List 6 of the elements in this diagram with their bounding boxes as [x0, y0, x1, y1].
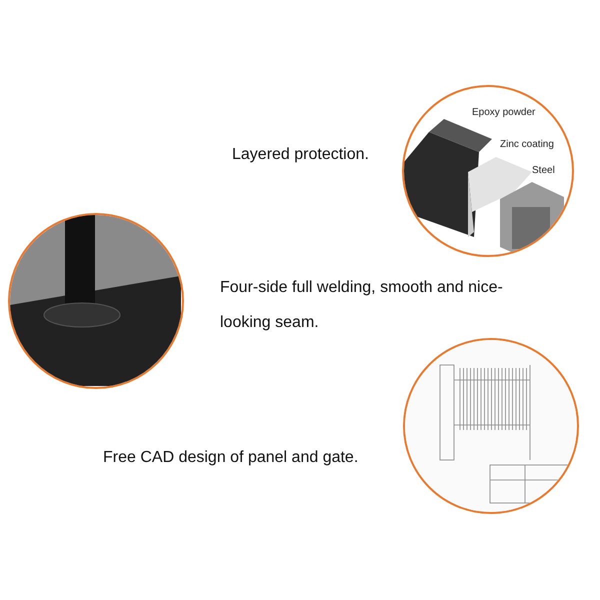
layer-label: Steel: [532, 165, 555, 176]
feature-caption: Free CAD design of panel and gate.: [103, 448, 360, 468]
feature-caption: Four-side full welding, smooth and nice-looking seam.: [220, 278, 504, 333]
feature-caption: Layered protection.: [232, 145, 370, 165]
layer-label: Zinc coating: [500, 139, 554, 150]
layer-label: Epoxy powder: [472, 107, 536, 118]
